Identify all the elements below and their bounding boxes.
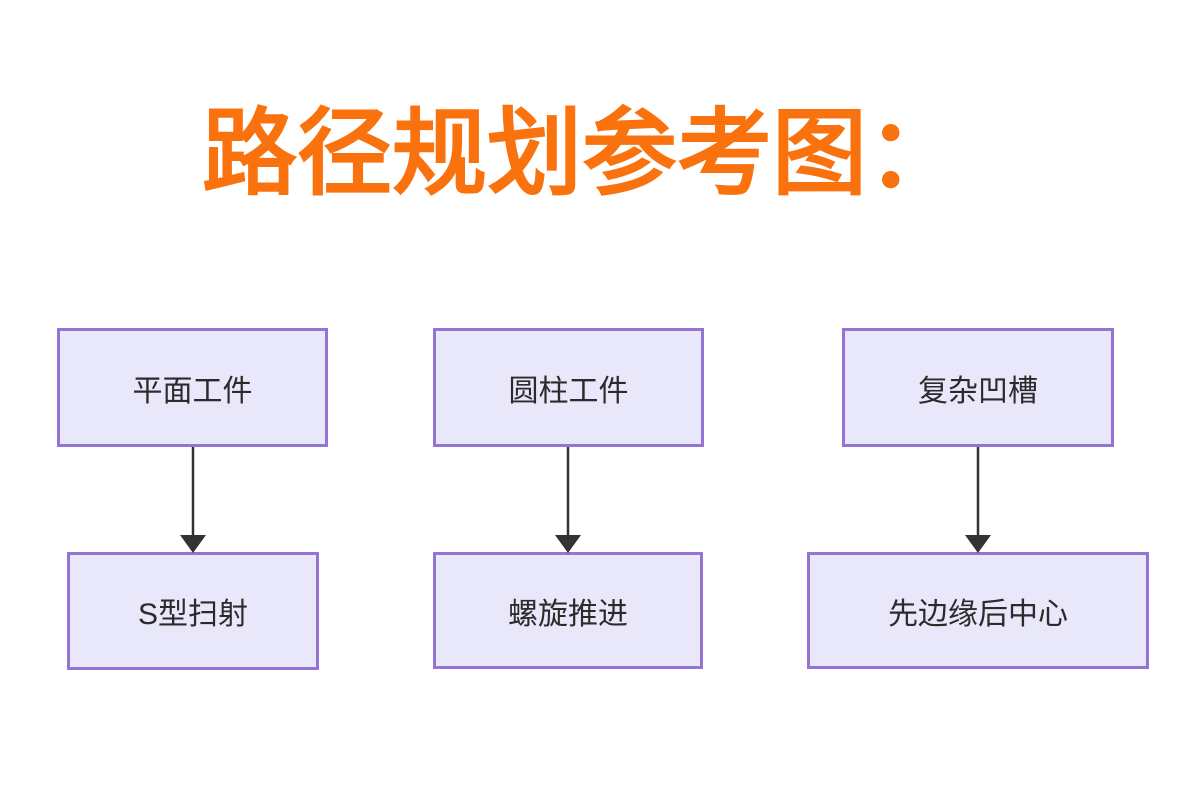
flow-node-label: 先边缘后中心: [888, 597, 1068, 631]
flow-node-label: S型扫射: [137, 598, 248, 631]
arrow-head-icon: [555, 535, 581, 553]
page-title: 路径规划参考图：: [201, 101, 962, 207]
flow-node-complex-groove: 复杂凹槽: [842, 328, 1114, 447]
flow-node-label: 平面工件: [132, 374, 253, 408]
flow-arrow-3: [965, 447, 991, 553]
flow-arrow-2: [555, 447, 581, 553]
flow-node-label: 圆柱工件: [508, 374, 629, 408]
flow-node-label: 复杂凹槽: [918, 374, 1038, 408]
flow-node-spiral-advance: 螺旋推进: [433, 552, 703, 669]
flow-node-label: 螺旋推进: [508, 597, 628, 631]
flow-node-planar-workpiece: 平面工件: [57, 328, 328, 447]
arrow-head-icon: [180, 535, 206, 553]
flow-node-edge-first-center-last: 先边缘后中心: [807, 552, 1149, 669]
arrow-head-icon: [965, 535, 991, 553]
flow-node-s-sweep: S型扫射: [67, 552, 319, 670]
flow-node-cylinder-workpiece: 圆柱工件: [433, 328, 704, 447]
flow-arrow-1: [180, 447, 206, 553]
